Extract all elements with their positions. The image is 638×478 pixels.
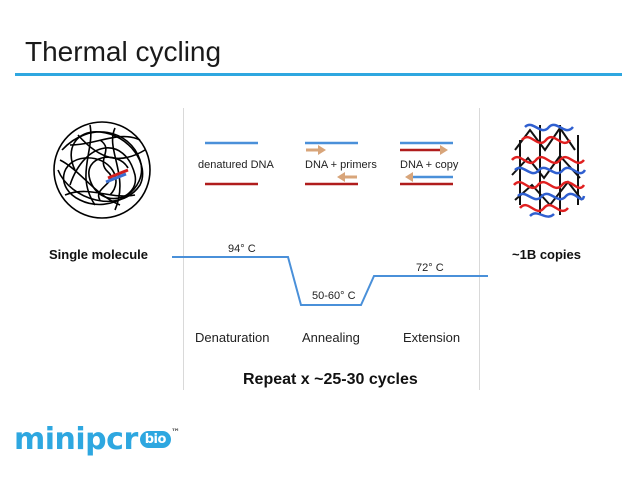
slide-title: Thermal cycling	[25, 36, 222, 67]
step-extension: Extension	[403, 330, 461, 345]
logo-badge: bio	[139, 431, 171, 448]
extension-temp: 72° C	[416, 262, 444, 274]
denaturation-temp: 94° C	[228, 243, 256, 255]
step-annealing: Annealing	[302, 330, 360, 345]
copy-strands	[400, 141, 453, 186]
single-molecule-tangle	[53, 121, 151, 219]
title-underline	[15, 73, 622, 76]
copies-cluster-red	[511, 135, 586, 213]
copies-label: ~1B copies	[512, 247, 582, 262]
single-molecule-highlight	[105, 168, 129, 184]
primer-strands	[305, 141, 358, 186]
copies-cluster-blue	[514, 123, 587, 218]
logo-trademark: ™	[170, 428, 180, 438]
denatured-strands	[205, 141, 258, 186]
single-molecule-label: Single molecule	[49, 247, 148, 262]
denatured-dna-label: denatured DNA	[198, 159, 274, 171]
logo-wordmark: minipcr	[14, 422, 138, 457]
annealing-temp: 50-60° C	[312, 290, 356, 302]
dna-copy-label: DNA + copy	[400, 159, 459, 171]
right-divider	[479, 108, 480, 390]
temperature-profile-line	[172, 256, 488, 306]
dna-primers-label: DNA + primers	[305, 159, 377, 171]
step-denaturation: Denaturation	[195, 330, 270, 345]
left-divider	[183, 108, 184, 390]
repeat-cycles-text: Repeat x ~25-30 cycles	[243, 371, 418, 388]
